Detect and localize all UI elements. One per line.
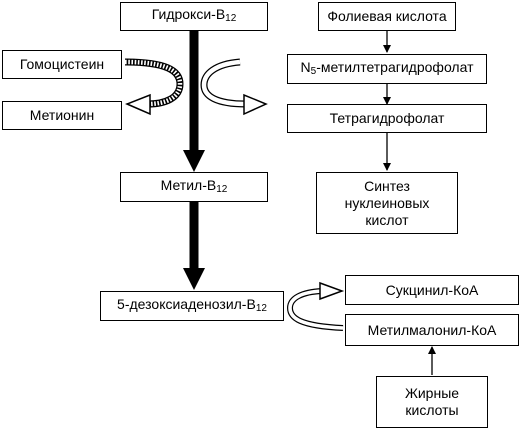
node-deoxyadenosyl-label: 5-дезоксиаденозил-B12 (117, 295, 267, 314)
curved-arrow-methylthf-to-thf (200, 58, 268, 116)
node-folic-acid: Фолиевая кислота (318, 2, 456, 31)
node-methyl-thf: N5-метилтетрагидрофолат (287, 54, 487, 84)
node-methionine-label: Метионин (29, 107, 95, 123)
node-methyl-b12-label: Метил-B12 (160, 176, 228, 195)
node-methyl-thf-label: N5-метилтетрагидрофолат (300, 58, 474, 77)
node-thf: Тетрагидрофолат (287, 104, 487, 133)
node-deoxyadenosyl-b12: 5-дезоксиаденозил-B12 (100, 291, 284, 321)
node-methyl-b12: Метил-B12 (120, 172, 268, 202)
node-methylmalonyl-coa: Метилмалонил-КоА (345, 314, 519, 346)
node-fatty-acids-label: Жирные кислоты (404, 385, 460, 418)
node-nucleic-synthesis: Синтез нуклеиновых кислот (316, 172, 458, 234)
node-homocysteine: Гомоцистеин (2, 50, 122, 79)
node-thf-label: Тетрагидрофолат (329, 110, 445, 126)
curved-arrow-homocysteine-to-methionine (124, 58, 184, 116)
thick-arrow-methyl-to-deoxyadenosyl (183, 202, 205, 290)
node-succinyl-coa: Сукцинил-КоА (345, 275, 519, 305)
node-synthesis-label: Синтез нуклеиновых кислот (344, 177, 430, 228)
node-methylmalonyl-label: Метилмалонил-КоА (367, 321, 497, 338)
node-methionine: Метионин (2, 101, 122, 130)
node-succinyl-label: Сукцинил-КоА (385, 281, 479, 298)
node-folic-label: Фолиевая кислота (327, 8, 447, 24)
node-homocysteine-label: Гомоцистеин (19, 56, 105, 72)
node-hydroxy-label: Гидрокси-B12 (151, 6, 237, 24)
thick-arrow-hydroxy-to-methyl (183, 30, 205, 172)
curved-arrow-methylmalonyl-to-succinyl (286, 281, 345, 331)
node-fatty-acids: Жирные кислоты (376, 376, 488, 428)
node-hydroxy-b12: Гидрокси-B12 (120, 2, 268, 31)
